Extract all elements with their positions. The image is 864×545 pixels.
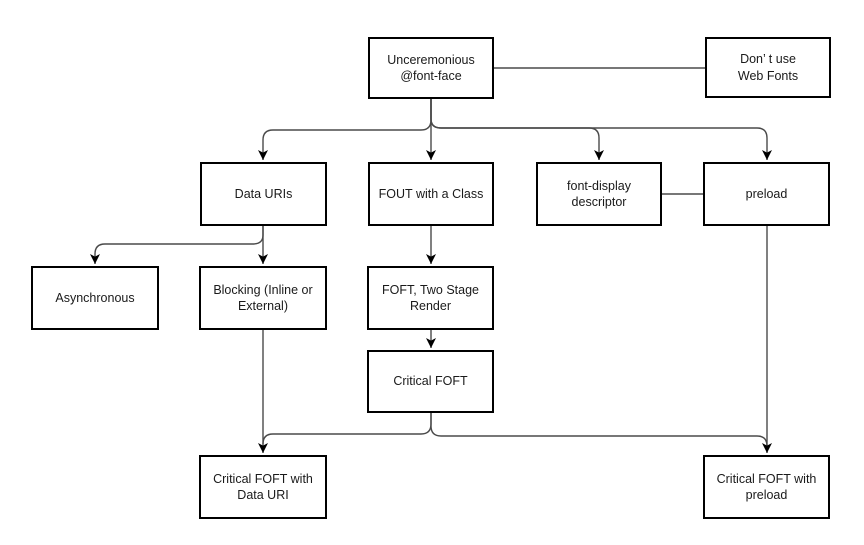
edge-unceremonious-fontdisplay [430,99,604,160]
node-label: Critical FOFT with Data URI [213,471,313,502]
node-unceremonious-font-face: Unceremonious @font-face [368,37,494,99]
node-label: Unceremonious @font-face [387,52,475,83]
node-label: Don’ t use Web Fonts [737,52,799,83]
node-critical-foft-with-data-uri: Critical FOFT with Data URI [199,455,327,519]
edge-unceremonious-datauris [258,99,432,160]
node-font-display-descriptor: font-display descriptor [536,162,662,226]
node-label: Blocking (Inline or External) [213,282,313,313]
node-label: Data URIs [234,186,293,201]
node-foft-two-stage-render: FOFT, Two Stage Render [367,266,494,330]
node-data-uris: Data URIs [200,162,327,226]
node-asynchronous: Asynchronous [31,266,159,330]
node-critical-foft-with-preload: Critical FOFT with preload [703,455,830,519]
node-label: font-display descriptor [567,178,631,209]
node-preload: preload [703,162,830,226]
node-label: FOUT with a Class [378,186,484,201]
node-blocking-inline-or-external: Blocking (Inline or External) [199,266,327,330]
edge-datauris-asynchronous [90,226,264,264]
edge-unceremonious-preload [430,99,772,160]
edge-criticalfoft-cfdatauri [262,413,432,445]
node-label: preload [745,186,788,201]
edge-criticalfoft-cfpreload [430,413,768,447]
node-critical-foft: Critical FOFT [367,350,494,413]
node-label: Asynchronous [55,290,135,305]
node-label: Critical FOFT with preload [716,471,817,502]
node-label: FOFT, Two Stage Render [381,282,480,313]
node-dont-use-web-fonts: Don’ t use Web Fonts [705,37,831,98]
node-label: Critical FOFT [393,374,468,389]
node-fout-with-a-class: FOUT with a Class [368,162,494,226]
